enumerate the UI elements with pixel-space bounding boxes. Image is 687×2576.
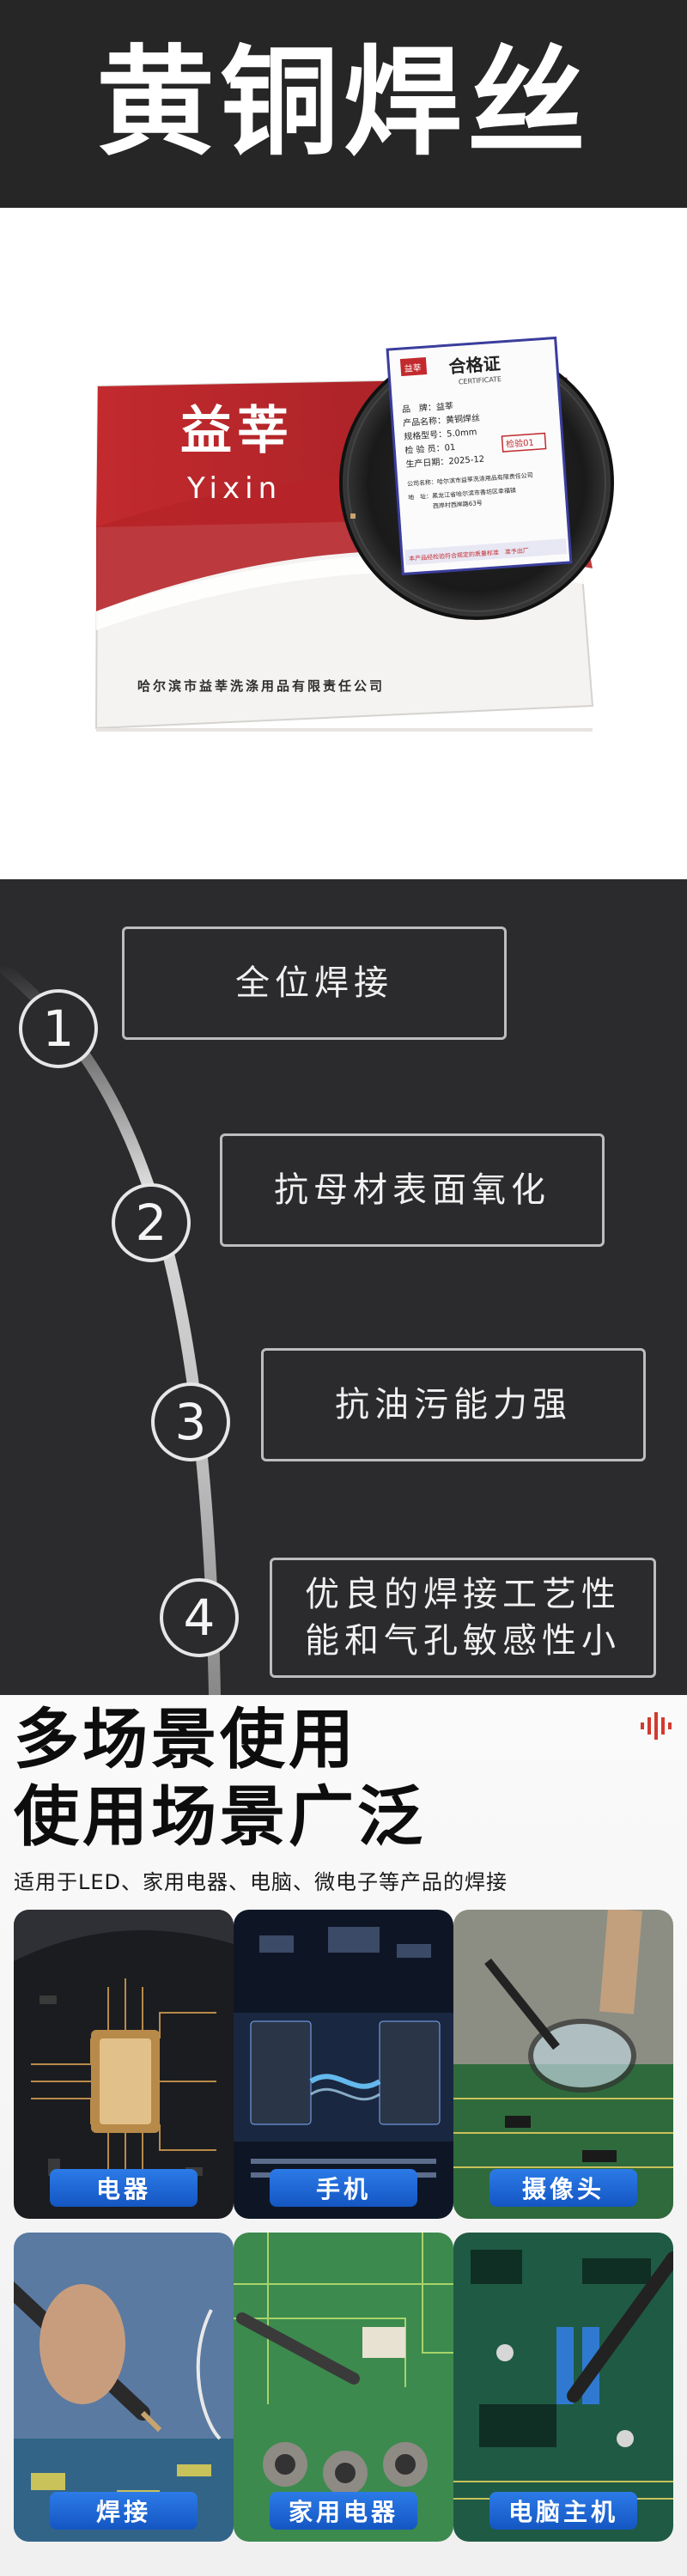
scenes-title: 使用场景广泛 — [14, 1778, 426, 1855]
scene-tile: 电器 — [14, 1910, 234, 2219]
product-photo: 益莘 Yixin 哈尔滨市益莘洗涤用品有限责任公司 益莘 合格证 CERTIFI… — [0, 208, 687, 879]
usage-scenarios: 多场景使用 使用场景广泛 适用于LED、家用电器、电脑、微电子等产品的焊接 — [0, 1695, 687, 2576]
inspection-stamp: 检验01 — [506, 437, 535, 450]
feature-number: 2 — [112, 1183, 191, 1262]
feature-item: 优良的焊接工艺性能和气孔敏感性小 — [270, 1558, 656, 1678]
certificate-line: 西岸村西岸路63号 — [433, 499, 483, 510]
feature-text: 优良的焊接工艺性能和气孔敏感性小 — [305, 1575, 621, 1661]
feature-item: 抗油污能力强 — [261, 1348, 646, 1461]
scene-label: 手机 — [270, 2169, 417, 2207]
box-company-line: 哈尔滨市益莘洗涤用品有限责任公司 — [137, 678, 385, 694]
certificate-subtitle: CERTIFICATE — [459, 375, 502, 386]
feature-item: 全位焊接 — [122, 927, 507, 1040]
scene-tile: 家用电器 — [234, 2233, 453, 2542]
soldering-hand-image — [14, 2233, 234, 2542]
feature-number: 1 — [19, 989, 98, 1068]
certificate-title: 合格证 — [448, 353, 502, 377]
product-box-illustration: 益莘 Yixin 哈尔滨市益莘洗涤用品有限责任公司 益莘 合格证 CERTIFI… — [94, 336, 614, 732]
scene-label: 焊接 — [50, 2492, 198, 2530]
certificate-badge: 益莘 — [404, 361, 422, 374]
box-brand-en: Yixin — [186, 471, 282, 506]
feature-list: 1 全位焊接 2 抗母材表面氧化 3 抗油污能力强 4 优良的焊接工艺性能和气孔… — [0, 879, 687, 1695]
memory-module-image — [234, 1910, 453, 2219]
box-brand-cn: 益莘 — [180, 401, 294, 461]
feature-text: 抗油污能力强 — [335, 1385, 572, 1425]
soundwave-icon — [641, 1712, 672, 1740]
scenes-subtitle: 适用于LED、家用电器、电脑、微电子等产品的焊接 — [14, 1870, 508, 1894]
certificate-line: 检 验 员：01 — [404, 441, 456, 456]
feature-text: 全位焊接 — [235, 963, 393, 1003]
feature-item: 抗母材表面氧化 — [220, 1133, 605, 1247]
scene-tile: 焊接 — [14, 2233, 234, 2542]
scenes-title: 多场景使用 — [14, 1701, 357, 1777]
scene-label: 电器 — [50, 2169, 198, 2207]
circuit-chip-image — [14, 1910, 234, 2219]
scene-tile: 摄像头 — [453, 1910, 673, 2219]
feature-text: 抗母材表面氧化 — [274, 1170, 550, 1210]
feature-number: 4 — [160, 1578, 239, 1657]
page-title: 黄铜焊丝 — [95, 33, 591, 172]
scene-tile: 手机 — [234, 1910, 453, 2219]
scene-label: 家用电器 — [270, 2492, 417, 2530]
hero-banner: 黄铜焊丝 — [0, 0, 687, 208]
feature-number: 3 — [151, 1382, 230, 1461]
scene-label: 电脑主机 — [489, 2492, 637, 2530]
scene-label: 摄像头 — [489, 2169, 637, 2207]
motherboard-image — [453, 2233, 673, 2542]
scene-tile: 电脑主机 — [453, 2233, 673, 2542]
certificate-card: 益莘 合格证 CERTIFICATE 品 牌：益莘 产品名称：黄铜焊丝 规格型号… — [386, 336, 573, 576]
green-pcb-image — [234, 2233, 453, 2542]
certificate-line: 品 牌：益莘 — [402, 400, 454, 415]
